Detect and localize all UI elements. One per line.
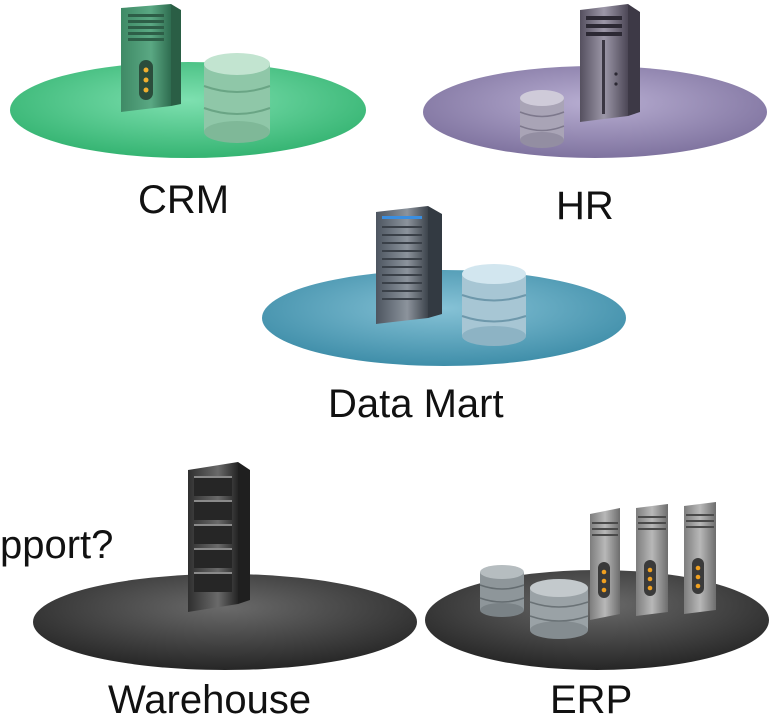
question-fragment-label: pport? <box>0 523 114 567</box>
rack-server-icon <box>376 206 442 324</box>
hr-label: HR <box>556 184 614 228</box>
warehouse-node <box>33 462 417 670</box>
server-tower-icon <box>580 4 640 122</box>
crm-label: CRM <box>138 178 230 222</box>
erp-node <box>425 502 769 670</box>
storage-rack-icon <box>188 462 250 612</box>
data-mart-node <box>262 206 626 366</box>
warehouse-platform <box>33 574 417 670</box>
crm-node <box>10 4 366 158</box>
server-tower-icon <box>121 4 181 112</box>
warehouse-label: Warehouse <box>108 678 312 722</box>
data-mart-platform <box>262 270 626 366</box>
data-mart-label: Data Mart <box>328 382 504 426</box>
erp-label: ERP <box>550 678 633 722</box>
database-icon <box>461 264 527 346</box>
database-icon <box>479 565 589 639</box>
server-cluster-icon <box>590 502 716 620</box>
database-icon <box>203 53 271 143</box>
crm-platform <box>10 62 366 158</box>
database-icon <box>519 90 565 148</box>
hr-node <box>423 4 767 158</box>
